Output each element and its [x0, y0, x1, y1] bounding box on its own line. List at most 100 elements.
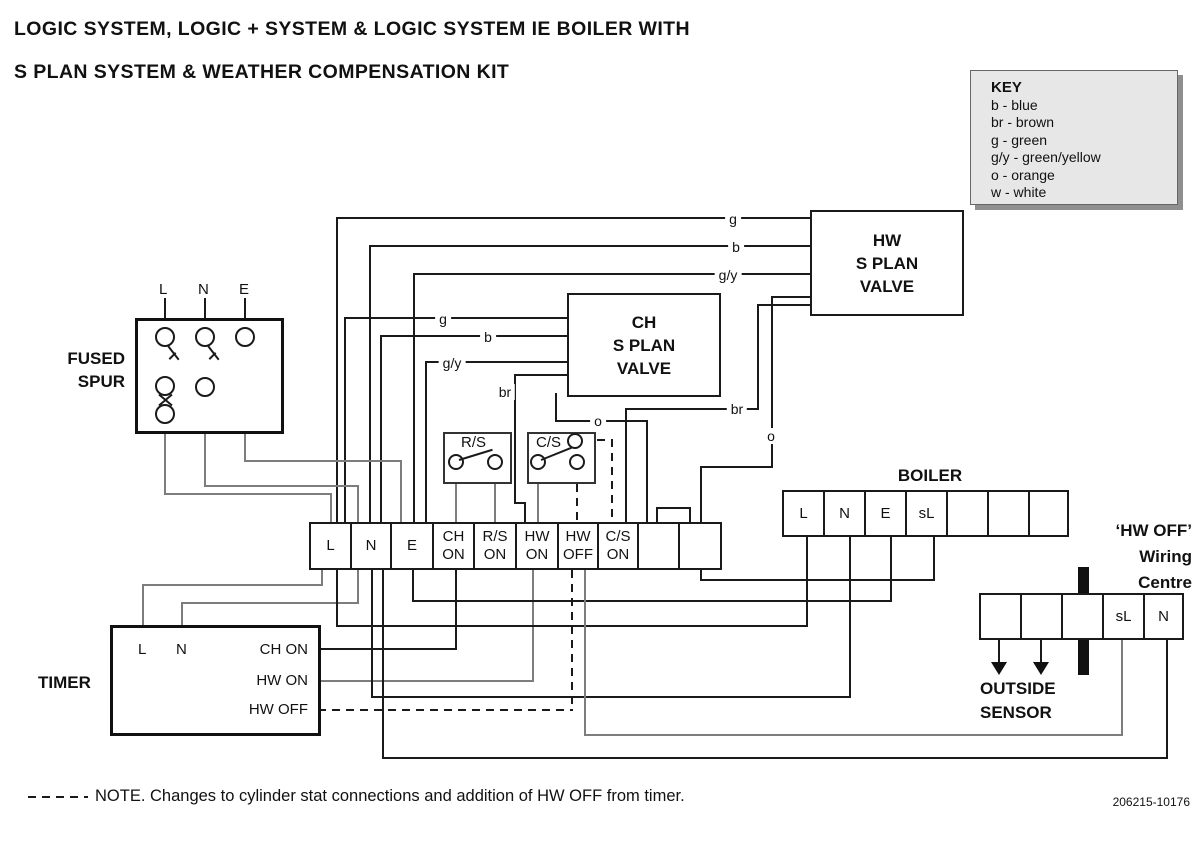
wire-timer-n-2	[181, 602, 359, 604]
wire-label-g-ch: g	[435, 311, 451, 327]
wire-boiler-l-3	[806, 537, 808, 627]
wire-boiler-n-1	[371, 570, 373, 698]
wire-timer-chon-v	[455, 570, 457, 650]
wire-spur-e-run	[244, 460, 402, 462]
main-terminal-strip: L N E CH ON R/S ON HW ON HW OFF C/S ON	[309, 522, 722, 570]
wire-label-o-hw: o	[763, 428, 779, 444]
wire-g-to-hw-valve	[337, 217, 810, 219]
wire-spur-e-drop	[400, 460, 402, 522]
wire-jumper-left	[656, 507, 658, 522]
wire-b-to-ch-valve	[381, 335, 567, 337]
wire-wc-sl-2	[584, 734, 1123, 736]
wire-wc-n-2	[382, 757, 1168, 759]
spur-n-lower-circle	[195, 377, 215, 397]
wire-spur-l-drop	[330, 493, 332, 522]
spur-n-terminal-circle	[195, 327, 215, 347]
boiler-terminal-blank	[989, 492, 1030, 535]
boiler-terminal-blank	[948, 492, 989, 535]
cs-top-contact	[567, 433, 583, 449]
down-arrow-icon	[991, 662, 1007, 675]
wire-label-o-ch: o	[590, 413, 606, 429]
wire-wc-sl-3	[1121, 640, 1123, 736]
boiler-terminal-l: L	[784, 492, 825, 535]
fused-spur-terminal-l: L	[159, 281, 168, 298]
wire-spur-n-drop	[357, 485, 359, 522]
wire-label-g-hw: g	[725, 211, 741, 227]
fused-spur-label-line2: SPUR	[77, 372, 125, 391]
timer-terminal-l: L	[138, 641, 147, 658]
key-entry: b - blue	[991, 96, 1038, 113]
rs-right-contact	[487, 454, 503, 470]
wire-g-to-ch-valve	[345, 317, 567, 319]
wire-boiler-l-2	[336, 625, 808, 627]
terminal-blank-2	[680, 524, 720, 568]
key-title: KEY	[991, 79, 1022, 96]
wire-br-ch-3	[514, 502, 526, 504]
wire-cs-right-lead-dashed	[576, 470, 578, 522]
wire-br-hw-4	[625, 408, 627, 522]
boiler-terminal-sl: sL	[907, 492, 948, 535]
wc-terminal-blank	[1063, 595, 1104, 638]
wire-rs-left-lead	[455, 470, 457, 522]
fuse-bottom-circle	[155, 404, 175, 424]
terminal-rs-on: R/S ON	[475, 524, 517, 568]
wc-terminal-blank	[981, 595, 1022, 638]
wire-spur-l-down	[164, 423, 166, 494]
wc-terminal-blank	[1022, 595, 1063, 638]
wire-gy-ch-riser	[425, 361, 427, 522]
wire-b-ch-riser	[380, 335, 382, 522]
timer-terminal-n: N	[176, 641, 187, 658]
boiler-terminal-blank	[1030, 492, 1067, 535]
wire-boiler-l-1	[336, 570, 338, 627]
wire-gy-to-ch-valve	[426, 361, 567, 363]
wire-br-hw-1	[758, 304, 812, 306]
key-legend: KEY b - blue br - brown g - green g/y - …	[970, 70, 1178, 205]
page-title-line2: S PLAN SYSTEM & WEATHER COMPENSATION KIT	[14, 61, 510, 83]
dashed-line-sample	[28, 796, 88, 798]
fuse-top-circle	[155, 376, 175, 396]
wire-spur-e-stub	[244, 298, 246, 328]
wire-boiler-sl-2	[700, 579, 935, 581]
wire-g-ch-riser	[344, 317, 346, 522]
timer-ch-on-label: CH ON	[259, 641, 308, 658]
outside-sensor-label-line2: SENSOR	[980, 703, 1052, 722]
wire-boiler-e-3	[890, 537, 892, 602]
spur-l-terminal-circle	[155, 327, 175, 347]
wire-boiler-sl-3	[933, 537, 935, 581]
hw-valve-line3: VALVE	[859, 276, 915, 296]
ch-valve-line3: VALVE	[616, 358, 672, 378]
wire-br-hw-2	[757, 304, 759, 410]
terminal-l: L	[311, 524, 352, 568]
wire-br-hw-3	[625, 408, 759, 410]
wire-label-gy-hw: g/y	[714, 267, 742, 283]
wire-b-to-hw-valve	[370, 245, 810, 247]
terminal-ch-on: CH ON	[434, 524, 475, 568]
wire-b-hw-riser	[369, 245, 371, 522]
key-entry: br - brown	[991, 114, 1055, 130]
wiring-centre-label-line1: ‘HW OFF’	[1115, 521, 1192, 540]
rs-left-contact	[448, 454, 464, 470]
wire-o-hw-3	[700, 466, 773, 468]
wc-terminal-sl: sL	[1104, 595, 1145, 638]
wire-label-b-hw: b	[728, 239, 744, 255]
wire-spur-l-stub	[164, 298, 166, 328]
wire-cs-top-dashed-h	[583, 439, 612, 441]
sensor-arrow-stem	[1040, 640, 1042, 664]
terminal-e: E	[392, 524, 434, 568]
ch-s-plan-valve: CH S PLAN VALVE	[567, 293, 721, 397]
timer-label: TIMER	[38, 673, 91, 692]
hw-valve-line1: HW	[872, 230, 902, 250]
wire-timer-hwoff-h-dashed	[318, 709, 573, 711]
wiring-centre-label-line3: Centre	[1138, 573, 1192, 592]
terminal-blank-1	[639, 524, 680, 568]
key-entry: o - orange	[991, 166, 1055, 183]
wire-g-hw-riser	[336, 217, 338, 522]
room-stat-label: R/S	[461, 434, 487, 451]
wire-timer-n-3	[181, 602, 183, 625]
ch-valve-line2: S PLAN	[612, 335, 676, 355]
wiring-centre-strip: sL N	[979, 593, 1184, 640]
wire-spur-n-down	[204, 396, 206, 486]
cs-right-contact	[569, 454, 585, 470]
sensor-arrow-stem	[998, 640, 1000, 664]
wire-o-hw-2	[771, 296, 773, 468]
